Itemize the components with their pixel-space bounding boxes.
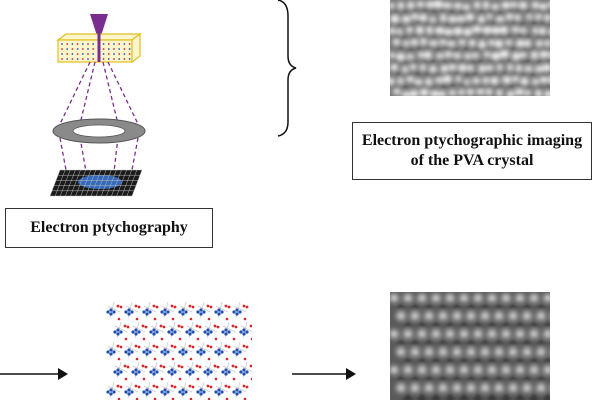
simulated-image-bottom [390,292,550,400]
aperture-ring-icon [52,118,146,144]
imaging-caption: Electron ptychographic imaging of the PV… [352,122,592,180]
ptychography-setup-diagram [49,14,146,197]
ptychography-caption: Electron ptychography [5,208,213,248]
ptychographic-image-top [390,0,550,96]
arrow-right-icon [292,368,356,380]
pixel-detector-icon [49,169,143,197]
pva-molecular-model [106,301,252,400]
bracket-icon [277,0,297,137]
arrow-right-icon [0,368,68,380]
